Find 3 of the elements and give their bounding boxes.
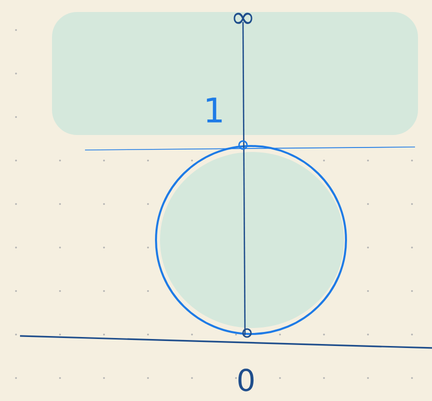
- value-label: 0: [238, 368, 254, 392]
- value-label: 1: [206, 98, 222, 122]
- value-label: ∞: [234, 12, 252, 24]
